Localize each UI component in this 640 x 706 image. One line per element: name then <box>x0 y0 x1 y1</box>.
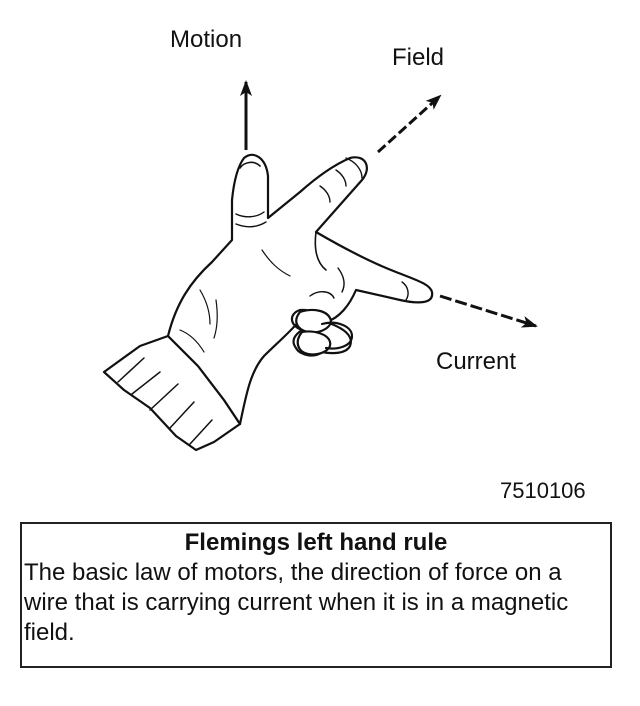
caption-body: The basic law of motors, the direction o… <box>24 559 569 646</box>
field-label: Field <box>392 44 445 71</box>
field-arrow <box>376 94 442 154</box>
hand-outline <box>102 153 434 452</box>
figure-id: 7510106 <box>500 478 586 503</box>
current-arrow <box>439 294 538 328</box>
hand-rule-diagram: Motion Field Current <box>102 26 538 452</box>
hand-illustration <box>102 80 538 452</box>
current-label: Current <box>436 348 517 375</box>
palm <box>166 153 434 426</box>
caption-box: Flemings left hand rule The basic law of… <box>20 522 612 668</box>
motion-label: Motion <box>170 26 243 53</box>
caption-title: Flemings left hand rule <box>184 529 448 556</box>
